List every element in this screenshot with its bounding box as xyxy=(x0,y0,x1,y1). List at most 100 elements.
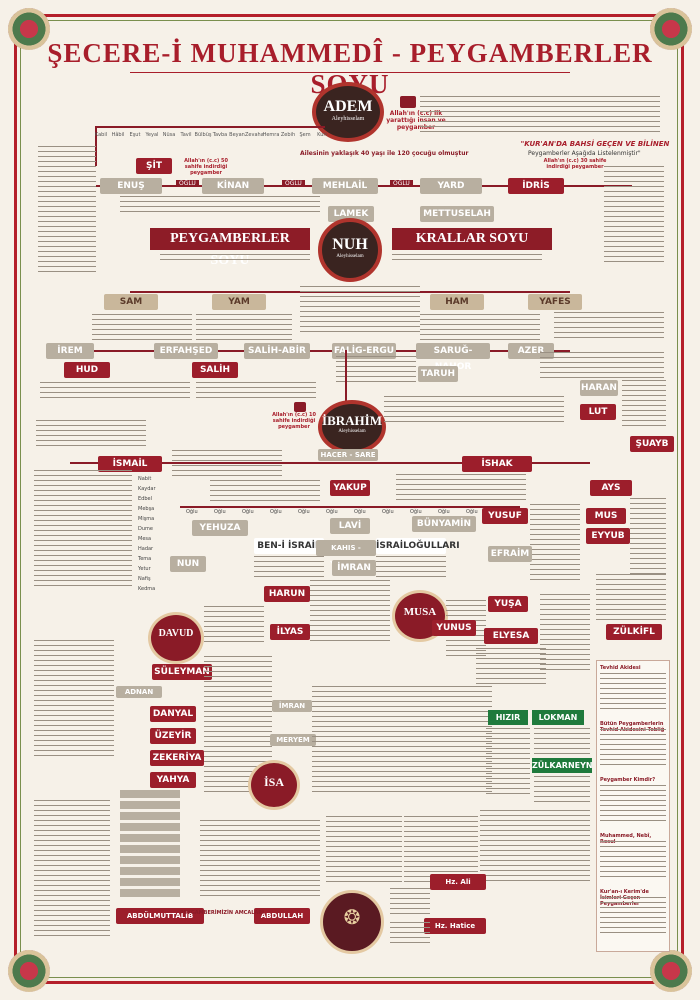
yakup-son-label: Oğlu xyxy=(242,509,254,515)
node-abdulmuttalib: ABDÜLMUTTALİB xyxy=(116,908,204,924)
node-haran: HARAN xyxy=(580,380,618,396)
ancestor-bar xyxy=(120,867,180,875)
label-hizir: HIZIR xyxy=(488,710,528,725)
early-child-label: Kabil xyxy=(94,132,108,138)
node-nun: NUN xyxy=(170,556,206,572)
bottom-left-text xyxy=(200,820,320,900)
early-child-label: Yeyal xyxy=(145,132,159,138)
idris-note: Allah'ın (c.c) 30 sahife indirdiği peyga… xyxy=(543,158,607,170)
line xyxy=(95,126,97,166)
node-mettuselah: METTUSELAH xyxy=(420,206,494,222)
prophet-yunus: YUNUS xyxy=(432,620,476,636)
node-meryem: MERYEM xyxy=(270,734,316,746)
outer-frame xyxy=(14,14,684,984)
yam-text xyxy=(196,314,292,342)
ibrahim-subtitle: Aleyhisselam xyxy=(338,429,366,434)
sam-text xyxy=(92,314,192,342)
early-child-label: Kuri xyxy=(317,132,327,138)
hud-text xyxy=(40,382,190,402)
ismail-text xyxy=(172,450,282,480)
early-child-label: Tavil xyxy=(180,132,192,138)
label-beni-israil: BEN-İ İSRAİL xyxy=(254,538,324,554)
ancestor-bar xyxy=(120,878,180,886)
ismail-son-label: Mişma xyxy=(138,516,155,522)
node-erfahsed: ERFAHŞED xyxy=(154,343,218,359)
node-enus: ENUŞ xyxy=(100,178,162,194)
node-yard: YARD xyxy=(420,178,482,194)
adem-note: Allah'ın (c.c) ilk yarattığı insan ve pe… xyxy=(386,110,446,131)
ibrahim-note: Allah'ın (c.c) 10 sahife indirdiği peyga… xyxy=(272,412,316,430)
corner-ornament-icon xyxy=(8,950,50,992)
ismail-son-label: Edbel xyxy=(138,496,152,502)
panel-text xyxy=(600,897,666,937)
node-efraim: EFRAİM xyxy=(488,546,532,562)
prophet-sit: ŞİT xyxy=(136,158,172,174)
quran-note-title: "KUR'AN'DA BAHSİ GEÇEN VE BİLİNEN xyxy=(520,140,670,148)
isa-text xyxy=(312,686,492,796)
ismail-son-label: Hadar xyxy=(138,546,154,552)
banner-krallar-soyu: KRALLAR SOYU xyxy=(392,228,552,250)
children-count: Ailesinin yaklaşık 40 yaşı ile 120 çocuğ… xyxy=(300,150,469,157)
musa-node: MUSA xyxy=(392,590,448,642)
early-child-label: Zevaha xyxy=(245,132,264,138)
davud-text xyxy=(204,606,264,646)
nuh-left-text xyxy=(160,254,310,264)
early-child-label: Tavba xyxy=(212,132,228,138)
ismail-son-label: Nafiş xyxy=(138,576,151,582)
yakup-text xyxy=(210,480,320,502)
ismail-son-label: Dume xyxy=(138,526,153,532)
oglu-label: OĞLU xyxy=(390,180,413,187)
early-child-label: Bülbüş xyxy=(194,132,212,138)
nuh-center-text xyxy=(300,286,420,336)
panel-text xyxy=(600,673,666,713)
prophet-yahya: YAHYA xyxy=(150,772,196,788)
early-child-label: Hâbil xyxy=(111,132,125,138)
family-list xyxy=(390,888,430,918)
node-irem: İREM xyxy=(46,343,94,359)
prophet-ismail: İSMAİL xyxy=(98,456,162,472)
panel-text xyxy=(600,729,666,769)
yusuf-text xyxy=(530,504,580,584)
yakup-son-label: Oğlu xyxy=(186,509,198,515)
nuh-right-text xyxy=(392,254,542,264)
ismail-son-label: Tema xyxy=(138,556,152,562)
right-text-block xyxy=(604,166,664,262)
davud-name: DAVUD xyxy=(158,628,194,639)
ismail-son-label: Yetur xyxy=(138,566,151,572)
yafes-text xyxy=(554,312,664,342)
prophet-eyyub: EYYUB xyxy=(586,528,630,544)
label-lokman: LOKMAN xyxy=(532,710,584,725)
prophet-zekeriya: ZEKERİYA xyxy=(150,750,204,766)
corner-ornament-icon xyxy=(650,950,692,992)
node-mus: MUS xyxy=(586,508,626,524)
yakup-son-label: Oğlu xyxy=(298,509,310,515)
book-icon xyxy=(294,402,306,412)
ham-text xyxy=(420,314,540,342)
yakup-son-label: Oğlu xyxy=(466,509,478,515)
ismail-son-label: Kaydar xyxy=(138,486,156,492)
prophet-lut: LUT xyxy=(580,404,616,420)
prophet-salih: SALİH xyxy=(192,362,238,378)
lut-text xyxy=(622,380,666,428)
muhammed-calligraphy-icon: ❂ xyxy=(343,905,361,929)
ibrahim-node: İBRAHİM Aleyhisselam xyxy=(318,400,386,454)
ibrahim-name: İBRAHİM xyxy=(322,413,382,428)
family-list-2 xyxy=(390,922,430,946)
node-hz-ali: Hz. Ali xyxy=(430,874,486,890)
yakup-son-label: Oğlu xyxy=(438,509,450,515)
line xyxy=(70,350,570,352)
node-salih-abir: SALİH-ABİR xyxy=(244,343,310,359)
prophet-idris: İDRİS xyxy=(508,178,564,194)
title-underline xyxy=(130,72,570,73)
yakup-son-label: Oğlu xyxy=(326,509,338,515)
node-ays: AYS xyxy=(590,480,632,496)
node-imran-2: İMRAN xyxy=(272,700,312,712)
node-abdullah: ABDULLAH xyxy=(254,908,310,924)
oglu-label: OĞLU xyxy=(176,180,199,187)
prophet-elyesa: ELYESA xyxy=(484,628,538,644)
line xyxy=(70,462,590,464)
azer-text xyxy=(540,352,664,380)
early-child-label: Hemra xyxy=(262,132,280,138)
seth-text-block xyxy=(120,196,320,214)
